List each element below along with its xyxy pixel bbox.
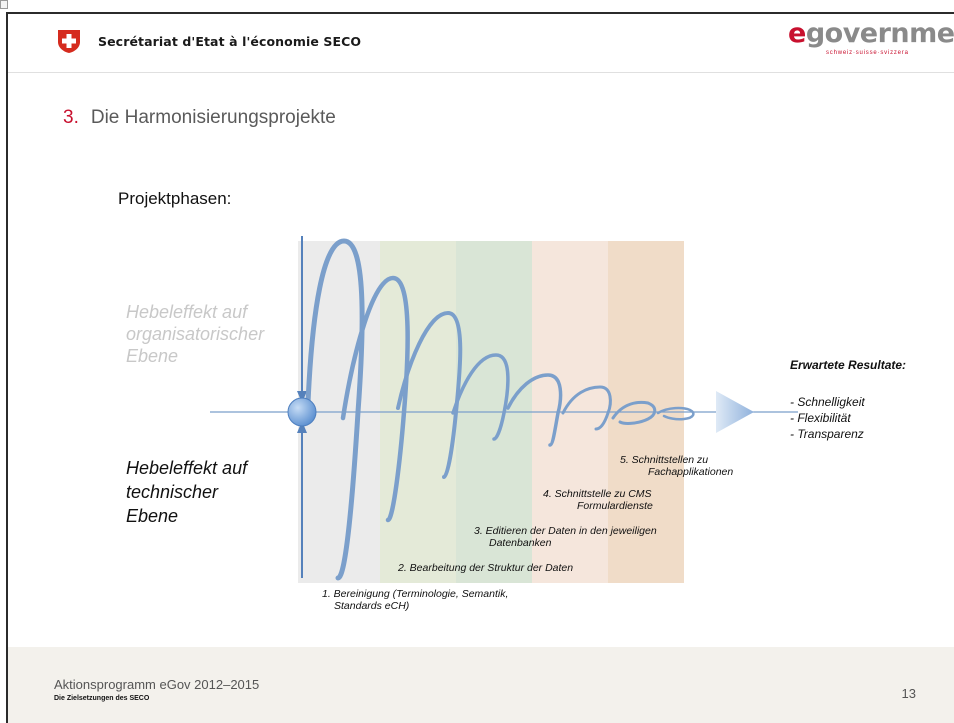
swiss-flag-icon: [58, 30, 80, 53]
organisation-name: Secrétariat d'Etat à l'économie SECO: [98, 34, 362, 49]
spiral-loop-2: [340, 275, 410, 523]
phase-label-1: 1. Bereinigung (Terminologie, Semantik, …: [322, 588, 509, 612]
spiral-diagram: [210, 236, 798, 581]
phase-label-5: 5. Schnittstellen zu Fachapplikationen: [620, 454, 734, 478]
result-speed: - Schnelligkeit: [790, 395, 865, 409]
spiral-loop-4: [451, 353, 510, 441]
footer-program: Aktionsprogramm eGov 2012–2015: [54, 677, 260, 692]
organisational-leverage-label: Hebeleffekt auf organisatorischer Ebene: [126, 302, 265, 366]
logo-text: egovernment: [788, 18, 954, 49]
spiral-loop-6: [561, 385, 612, 431]
spiral-loop-8: [656, 406, 695, 421]
result-transparency: - Transparenz: [790, 427, 864, 441]
spiral-loop-7: [611, 400, 657, 425]
vertical-arrow-up: [297, 421, 307, 433]
origin-ball: [287, 397, 317, 427]
slide-title: 3.Die Harmonisierungsprojekte: [63, 107, 336, 128]
page-number: 13: [901, 686, 916, 701]
phase-label-4: 4. Schnittstelle zu CMS Formulardienste: [543, 488, 653, 512]
expected-results-title: Erwartete Resultate:: [790, 358, 907, 372]
slide-subtitle: Projektphasen:: [118, 189, 232, 208]
spiral-loop-3: [396, 310, 463, 479]
document-icon: [0, 0, 8, 9]
phase-label-3: 3. Editieren der Daten in den jeweiligen…: [474, 525, 657, 549]
footer-subtitle: Die Zielsetzungen des SECO: [54, 695, 150, 702]
vertical-arrow-down: [297, 391, 307, 403]
axis-arrowhead: [716, 391, 754, 433]
slide-header: Secrétariat d'Etat à l'économie SECO ego…: [8, 14, 954, 72]
slide-content: 3.Die Harmonisierungsprojekte Projektpha…: [8, 72, 954, 648]
logo-subtitle: schweiz·suisse·svizzera: [826, 50, 909, 56]
technical-leverage-label: Hebeleffekt auf technischer Ebene: [126, 458, 248, 526]
spiral-loop-1: [305, 238, 365, 581]
result-flexibility: - Flexibilität: [790, 411, 851, 425]
phase-label-2: 2. Bearbeitung der Struktur der Daten: [398, 562, 574, 574]
spiral-loop-5: [506, 373, 563, 447]
slide-footer: Aktionsprogramm eGov 2012–2015 Die Ziels…: [8, 647, 954, 723]
egovernment-logo: egovernment schweiz·suisse·svizzera: [788, 19, 954, 63]
